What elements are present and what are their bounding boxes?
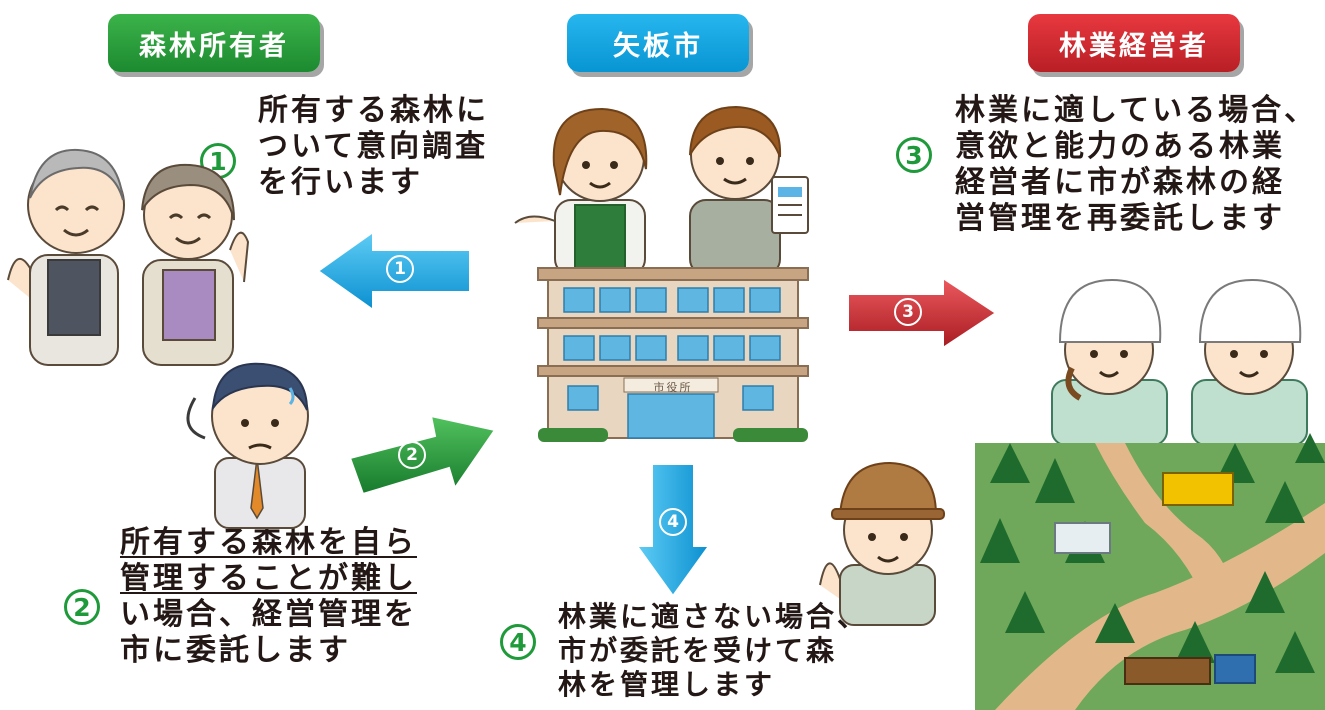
header-forest-manager-label: 林業経営者 — [1059, 30, 1209, 62]
step3-line: 意欲と能力のある林業 — [955, 129, 1285, 164]
step2-line: 管理することが難し — [120, 561, 417, 596]
step3-line: 経営者に市が森林の経 — [955, 165, 1285, 200]
step3-number: 3 — [905, 140, 923, 170]
header-forest-manager: 林業経営者 — [1028, 14, 1240, 72]
arrow-step4-number: 4 — [659, 508, 687, 536]
header-city-label: 矢板市 — [613, 30, 703, 62]
building-sign: 市役所 — [653, 381, 693, 394]
city-staff-illustration — [514, 105, 809, 276]
step1-line: 所有する森林に — [258, 93, 489, 128]
city-hall-building-icon — [537, 267, 809, 442]
step3-text: 林業に適している場合、 意欲と能力のある林業 経営者に市が森林の経 営管理を再委… — [955, 93, 1317, 237]
step4-number-badge: 4 — [500, 624, 536, 660]
step4-line: 林業に適さない場合、 — [558, 600, 869, 633]
step1-line: を行います — [258, 165, 423, 200]
header-forest-owner: 森林所有者 — [108, 14, 320, 72]
step1-text: 所有する森林に ついて意向調査 を行います — [258, 93, 489, 201]
arrow-step2-number: 2 — [398, 441, 426, 469]
step2-line: 所有する森林を自ら — [120, 525, 417, 560]
arrow-step3-number-text: 3 — [902, 302, 914, 322]
step3-line: 営管理を再委託します — [955, 201, 1285, 236]
arrow-step1-number-text: 1 — [394, 259, 406, 279]
arrow-step1-number: 1 — [386, 255, 414, 283]
header-city: 矢板市 — [567, 14, 749, 72]
forestry-workers-illustration — [1051, 278, 1308, 446]
step4-line: 林を管理します — [558, 668, 776, 701]
arrow-step3-icon — [847, 276, 998, 350]
forest-owners-illustration — [7, 148, 250, 366]
step4-text: 林業に適さない場合、 市が委託を受けて森 林を管理します — [558, 600, 868, 702]
header-forest-owner-label: 森林所有者 — [139, 30, 289, 62]
step3-number-badge: 3 — [896, 137, 932, 173]
step2-number-badge: 2 — [64, 589, 100, 625]
step2-number: 2 — [73, 592, 91, 622]
arrow-step3-number: 3 — [894, 298, 922, 326]
arrow-step2-number-text: 2 — [406, 445, 418, 465]
step2-line: い場合、経営管理を — [120, 597, 417, 632]
worried-owner-illustration — [186, 362, 309, 529]
step4-number: 4 — [509, 627, 527, 657]
forest-scene-illustration — [975, 433, 1325, 710]
arrow-step4-number-text: 4 — [667, 512, 679, 532]
step2-text: 所有する森林を自ら 管理することが難し い場合、経営管理を 市に委託します — [120, 525, 417, 669]
city-forester-illustration — [819, 461, 945, 626]
step1-number: 1 — [209, 146, 227, 176]
step4-line: 市が委託を受けて森 — [558, 634, 838, 667]
step1-line: ついて意向調査 — [258, 129, 489, 164]
step2-line: 市に委託します — [120, 633, 351, 668]
step3-line: 林業に適している場合、 — [955, 93, 1318, 128]
